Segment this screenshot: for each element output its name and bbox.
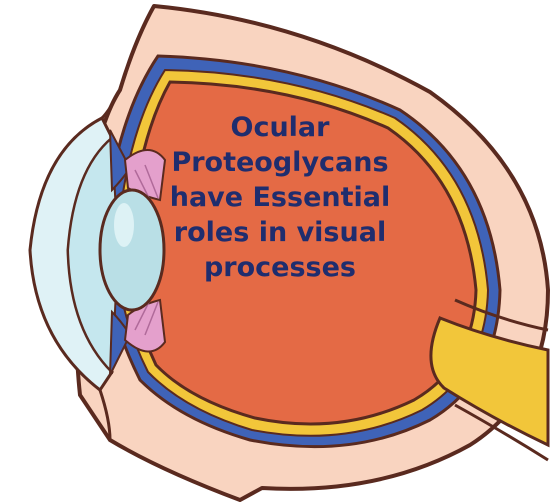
- anterior-chamber: [66, 135, 120, 375]
- sclera-rim-upper: [100, 89, 122, 120]
- optic-nerve-sheath: [454, 298, 549, 462]
- caption-line: roles in visual: [173, 217, 387, 248]
- caption-line: processes: [203, 252, 357, 283]
- diagram-caption: Ocular Proteoglycans have Essential role…: [150, 110, 410, 285]
- ciliary-zonules: [134, 164, 159, 336]
- optic-nerve: [429, 316, 550, 448]
- caption-line: Ocular: [230, 112, 330, 143]
- caption-line: Proteoglycans: [171, 147, 389, 178]
- sclera-rim-lower: [98, 389, 112, 441]
- caption-line: have Essential: [169, 182, 391, 213]
- lens-highlight: [114, 203, 134, 247]
